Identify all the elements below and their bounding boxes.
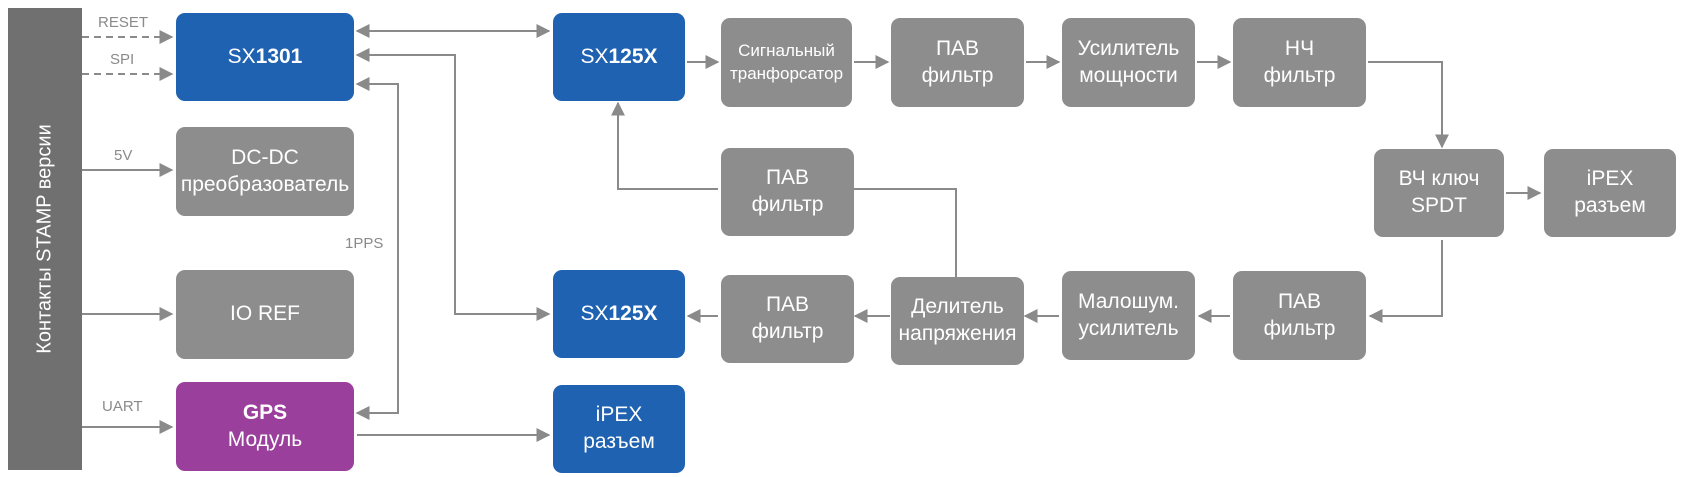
saw-filter-rx-input-block: ПАВ фильтр (1233, 271, 1366, 360)
power-amplifier-line1: Усилитель (1077, 36, 1180, 60)
switch-saw-rx-line (1368, 240, 1443, 323)
sx125x-tx-prefix: SX (580, 44, 609, 68)
io-ref-label: IO REF (229, 302, 300, 326)
spi-label: SPI (110, 51, 135, 68)
gps-line2: Модуль (227, 427, 303, 451)
sx125x-rx-block: SX125X (553, 270, 685, 358)
low-noise-amplifier-block: Малошум. усилитель (1062, 271, 1195, 360)
stamp-contacts-bar: Контакты STAMP версии (8, 8, 82, 470)
rf-switch-spdt-block: ВЧ ключ SPDT (1374, 149, 1504, 237)
dcdc-line2: преобразователь (180, 172, 350, 196)
gps-line1: GPS (242, 400, 288, 424)
saw-filter-rx-lower-line2: фильтр (751, 320, 824, 343)
ipex-gps-line1: iPEX (595, 403, 643, 427)
signal-transformer-block: Сигнальный транфорсатор (721, 18, 852, 107)
sx1301-prefix: SX (227, 44, 256, 68)
saw-filter-tx-block: ПАВ фильтр (891, 18, 1024, 107)
lowpass-filter-line1: НЧ (1284, 36, 1315, 60)
power-amplifier-line2: мощности (1079, 63, 1178, 87)
saw-filter-rx-lower-block: ПАВ фильтр (721, 275, 854, 363)
sx1301-block: SX1301 (176, 13, 354, 101)
saw-upper-sx125x-line (611, 101, 718, 190)
lowpass-filter-line2: фильтр (1263, 63, 1336, 87)
rf-switch-line2: SPDT (1410, 194, 1467, 217)
ipex-gps-connector-block: iPEX разъем (553, 385, 685, 473)
lpf-switch-line (1368, 61, 1449, 149)
rf-switch-line1: ВЧ ключ (1398, 167, 1480, 191)
lna-line2: усилитель (1078, 316, 1179, 340)
ipex-antenna-line2: разъем (1574, 194, 1646, 217)
sx125x-tx-number: 125X (608, 44, 658, 68)
saw-filter-tx-line2: фильтр (921, 63, 994, 87)
sx125x-rx-prefix: SX (580, 301, 609, 325)
5v-label: 5V (114, 147, 133, 164)
signal-transformer-line2: транфорсатор (729, 63, 844, 83)
voltage-divider-line2: напряжения (898, 322, 1017, 345)
io-ref-block: IO REF (176, 270, 354, 359)
voltage-divider-line1: Делитель (911, 295, 1004, 319)
lowpass-filter-block: НЧ фильтр (1233, 18, 1366, 107)
saw-filter-rx-upper-line1: ПАВ (765, 166, 810, 190)
saw-filter-rx-input-line1: ПАВ (1277, 289, 1322, 313)
1pps-label: 1PPS (345, 235, 384, 252)
saw-filter-tx-line1: ПАВ (935, 36, 980, 60)
ipex-antenna-line1: iPEX (1586, 167, 1634, 191)
saw-filter-rx-upper-block: ПАВ фильтр (721, 148, 854, 236)
signal-transformer-line1: Сигнальный (738, 41, 835, 61)
splitter-saw-upper-line (854, 188, 957, 277)
dcdc-line1: DC-DC (231, 145, 299, 169)
uart-label: UART (102, 398, 143, 415)
reset-label: RESET (98, 14, 149, 31)
saw-filter-rx-upper-line2: фильтр (751, 193, 824, 216)
voltage-divider-block: Делитель напряжения (891, 277, 1024, 365)
saw-filter-rx-lower-line1: ПАВ (765, 293, 810, 317)
lna-line1: Малошум. (1078, 289, 1179, 313)
sx1301-sx125x-rx-line (355, 48, 551, 321)
sx1301-number: 1301 (255, 44, 303, 68)
stamp-contacts-label: Контакты STAMP версии (33, 124, 56, 354)
saw-filter-rx-input-line2: фильтр (1263, 316, 1336, 340)
power-amplifier-block: Усилитель мощности (1062, 18, 1195, 107)
sx125x-rx-number: 125X (608, 301, 658, 325)
gps-module-block: GPS Модуль (176, 382, 354, 471)
ipex-gps-line2: разъем (583, 430, 655, 453)
sx125x-tx-block: SX125X (553, 13, 685, 101)
dcdc-converter-block: DC-DC преобразователь (176, 127, 354, 216)
ipex-antenna-connector-block: iPEX разъем (1544, 149, 1676, 237)
